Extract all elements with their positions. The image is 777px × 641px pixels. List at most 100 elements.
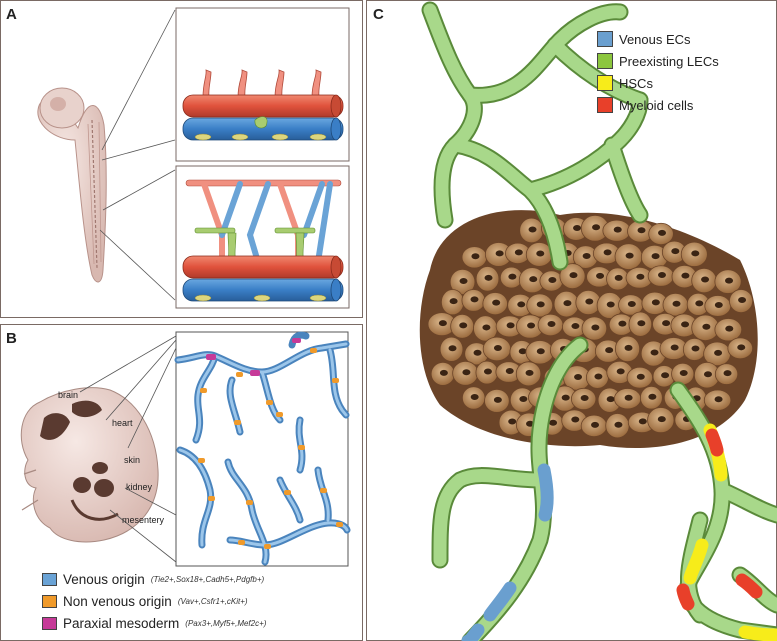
tumor-cell-nucleus	[714, 396, 723, 403]
tumor-cell-nucleus	[449, 298, 458, 305]
tumor-cell-nucleus	[636, 273, 645, 280]
legend-c-myeloid: Myeloid cells	[597, 97, 693, 113]
swatch-paraxial	[42, 617, 57, 630]
tumor-cell-mass	[419, 210, 758, 448]
tumor-cell-nucleus	[561, 394, 570, 401]
tumor-cell-nucleus	[569, 272, 578, 279]
panel-a-label: A	[6, 6, 17, 23]
label-skin: skin	[124, 455, 141, 465]
legend-c-preexisting-lecs-label: Preexisting LECs	[619, 53, 719, 69]
tumor-cell-nucleus	[723, 370, 732, 377]
tumor-cell-nucleus	[525, 369, 534, 376]
lymphatic-network-inset	[174, 331, 351, 567]
tumor-cell-nucleus	[548, 276, 557, 283]
label-heart: heart	[112, 418, 133, 428]
tumor-cell-nucleus	[483, 368, 492, 375]
tumor-cell-nucleus	[529, 276, 538, 283]
tumor-cell-nucleus	[574, 373, 583, 380]
tumor-cell-nucleus	[508, 273, 517, 280]
tumor-cell-nucleus	[650, 349, 659, 356]
tumor-cell-nucleus	[459, 277, 468, 284]
tumor-cell-nucleus	[493, 396, 502, 403]
tumor-cell-nucleus	[679, 369, 688, 376]
tumor-cell-nucleus	[691, 250, 700, 257]
tumor-cell-nucleus	[738, 297, 747, 304]
swatch-preexisting-lecs	[597, 53, 613, 69]
tumor-cell-nucleus	[536, 301, 545, 308]
legend-c-hscs: HSCs	[597, 75, 653, 91]
tumor-cell-nucleus	[605, 347, 614, 354]
tumor-cell-nucleus	[695, 300, 704, 307]
tumor-cell-nucleus	[648, 393, 657, 400]
tumor-cell-nucleus	[616, 368, 625, 375]
tumor-cell-nucleus	[613, 226, 622, 233]
panel-c-label: C	[373, 6, 384, 23]
legend-b-paraxial-label: Paraxial mesoderm	[63, 616, 180, 631]
tumor-cell-nucleus	[701, 276, 710, 283]
tumor-cell-nucleus	[657, 272, 666, 279]
tumor-cell-nucleus	[672, 300, 681, 307]
tumor-cell-nucleus	[471, 253, 480, 260]
legend-b-nonvenous: Non venous origin (Vav+,Csfr1+,cKit+)	[42, 594, 248, 609]
legend-c-hscs-label: HSCs	[619, 75, 653, 91]
swatch-venous-ecs	[597, 31, 613, 47]
tumor-cell-nucleus	[637, 320, 646, 327]
tumor-cell-nucleus	[526, 420, 535, 427]
label-mesentery: mesentery	[122, 515, 165, 525]
tumor-cell-nucleus	[484, 274, 493, 281]
tumor-cell-nucleus	[514, 249, 523, 256]
tumor-cell-nucleus	[638, 418, 647, 425]
swatch-venous	[42, 573, 57, 586]
tumor-cell-nucleus	[580, 394, 589, 401]
tumor-cell-nucleus	[670, 344, 679, 351]
tumor-cell-nucleus	[518, 348, 527, 355]
tumor-cell-nucleus	[482, 324, 491, 331]
tumor-cell-nucleus	[624, 344, 633, 351]
legend-b-paraxial: Paraxial mesoderm (Pax3+,Myf5+,Mef2c+)	[42, 616, 266, 631]
mouse-embryo	[20, 387, 159, 543]
legend-b-nonvenous-label: Non venous origin	[63, 594, 172, 609]
tumor-cell-nucleus	[614, 274, 623, 281]
tumor-cell-nucleus	[658, 229, 667, 236]
zebrafish-embryo	[37, 87, 107, 283]
tumor-cell-nucleus	[614, 421, 623, 428]
tumor-cell-nucleus	[528, 226, 537, 233]
tumor-cell-nucleus	[439, 369, 448, 376]
tumor-cell-nucleus	[606, 396, 615, 403]
legend-c-preexisting-lecs: Preexisting LECs	[597, 53, 719, 69]
swatch-myeloid	[597, 97, 613, 113]
vessel-inset-bottom	[175, 165, 350, 309]
panel-b-label: B	[6, 330, 17, 347]
tumor-cell-nucleus	[571, 416, 580, 423]
tumor-cell-nucleus	[508, 418, 517, 425]
tumor-cell-nucleus	[657, 416, 666, 423]
tumor-cell-nucleus	[571, 323, 580, 330]
tumor-cell-nucleus	[519, 396, 528, 403]
tumor-cell-nucleus	[703, 371, 712, 378]
legend-b-paraxial-markers: (Pax3+,Myf5+,Mef2c+)	[185, 619, 267, 628]
tumor-cell-nucleus	[606, 301, 615, 308]
tumor-cell-nucleus	[473, 349, 482, 356]
label-brain: brain	[58, 390, 79, 400]
tumor-cell-nucleus	[585, 298, 594, 305]
tumor-cell-nucleus	[636, 373, 645, 380]
tumor-cell-nucleus	[661, 372, 670, 379]
legend-b-venous-label: Venous origin	[63, 572, 145, 587]
tumor-cell-nucleus	[506, 322, 515, 329]
tumor-cell-nucleus	[594, 373, 603, 380]
tumor-cell-nucleus	[624, 394, 633, 401]
tumor-cell-nucleus	[737, 344, 746, 351]
tumor-cell-nucleus	[596, 272, 605, 279]
tumor-cell-nucleus	[505, 368, 514, 375]
legend-c-venous-ecs-label: Venous ECs	[619, 31, 691, 47]
swatch-hscs	[597, 75, 613, 91]
tumor-cell-nucleus	[714, 349, 723, 356]
tumor-cell-nucleus	[493, 344, 502, 351]
tumor-cell-nucleus	[691, 345, 700, 352]
tumor-cell-nucleus	[702, 323, 711, 330]
tumor-cell-nucleus	[662, 320, 671, 327]
tumor-cell-nucleus	[618, 320, 627, 327]
legend-b-venous-markers: (Tie2+,Sox18+,Cadh5+,Pdgfb+)	[150, 575, 265, 584]
tumor-cell-nucleus	[495, 250, 504, 257]
